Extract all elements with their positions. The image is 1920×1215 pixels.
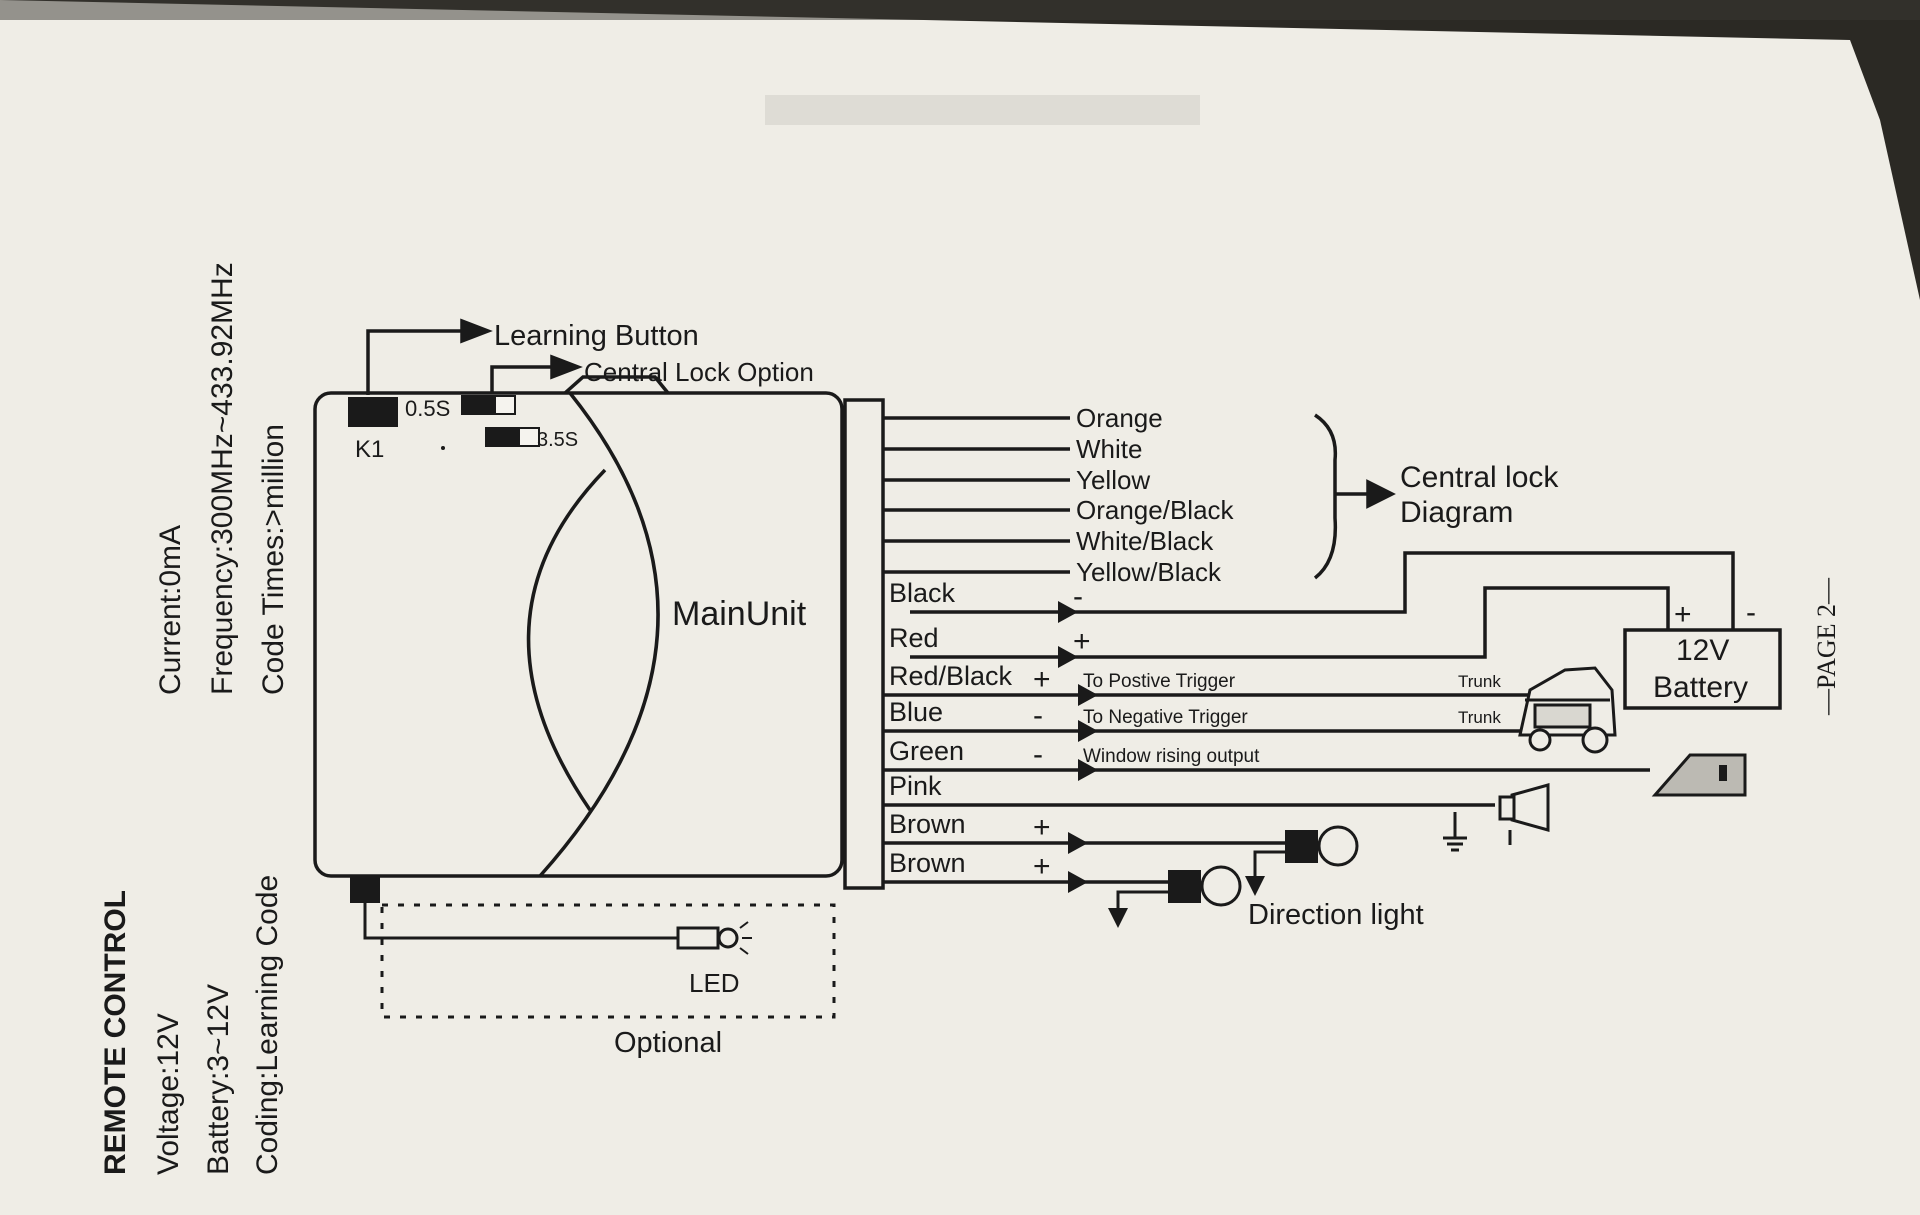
wire-arrow [1068,832,1088,854]
k1-button [348,397,398,427]
battery-label-2: Battery [1653,671,1748,704]
main-unit-label: MainUnit [672,595,807,633]
main-unit [313,318,844,878]
wire-polarity: - [1073,580,1083,613]
wire-polarity: + [1033,811,1051,844]
opt-05-label: 0.5S [405,396,450,421]
central-lock-wire-label: Orange [1076,403,1163,433]
central-lock-option-leader [490,365,557,393]
battery-negative-lead [910,551,1735,630]
central-lock-option-label: Central Lock Option [584,357,814,387]
wire-note: Window rising output [1083,746,1260,767]
learning-button-leader [366,329,470,395]
central-lock-wire-label: Orange/Black [1076,495,1235,525]
main-unit-arc-inner [526,468,607,811]
spec-voltage: Voltage:12V [152,1013,185,1175]
battery-positive-lead [910,586,1670,659]
battery: + - 12V Battery [910,551,1782,710]
learning-button-label: Learning Button [494,320,699,352]
central-lock-brace [1313,413,1396,580]
wire-polarity: - [1033,699,1043,732]
central-lock-line1: Central lock [1400,461,1559,494]
wire-label: Brown [889,848,966,878]
dot-mark [441,446,445,450]
wire-label: Black [889,578,956,608]
window-icon [1651,753,1747,797]
direction-light-2 [1108,865,1242,928]
horn-icon [1443,783,1550,852]
opt-35-label: 3.5S [537,429,578,451]
spec-frequency: Frequency:300MHz~433.92MHz [206,262,239,695]
specs-block: REMOTE CONTROL Voltage:12V Battery:3~12V… [99,262,290,1175]
learning-button-arrow [460,318,493,344]
wire-label: Red [889,623,939,653]
connector-strip [843,398,885,890]
k1-label: K1 [355,436,384,463]
led-label: LED [689,968,740,998]
direction-light-label: Direction light [1248,899,1424,931]
spec-current: Current:0mA [154,525,187,695]
spec-battery: Battery:3~12V [202,984,235,1175]
wire-arrow [1078,759,1098,781]
wire-label: Blue [889,697,943,727]
top-shadow [0,0,1920,20]
wire-arrow [1078,684,1098,706]
wire-destination: Trunk [1458,708,1501,727]
led-optional-box [350,875,836,1019]
main-unit-arc-outer [538,391,660,878]
led-icon [676,926,720,950]
wire-polarity: + [1033,850,1051,883]
central-lock-wires: OrangeWhiteYellowOrange/BlackWhite/Black… [883,403,1235,587]
battery-box [1623,628,1782,710]
wire-label: Brown [889,809,966,839]
bleed-through-text [765,95,1200,125]
wire-label: Red/Black [889,661,1013,691]
wire-note: To Negative Trigger [1083,707,1248,728]
page-label: —PAGE 2— [1812,577,1841,716]
direction-light-1 [1245,825,1359,896]
wire-polarity: + [1073,625,1091,658]
central-lock-wire-label: Yellow/Black [1076,557,1222,587]
central-lock-wire-label: White [1076,434,1142,464]
wire-polarity: + [1033,663,1051,696]
spec-code-times: Code Times:>million [257,424,290,695]
optional-label: Optional [614,1027,722,1059]
central-lock-option-tab [563,375,670,395]
main-unit-box [313,391,844,878]
spec-coding: Coding:Learning Code [251,875,284,1175]
wire-polarity: - [1033,738,1043,771]
central-lock-wire-label: White/Black [1076,526,1214,556]
battery-plus: + [1674,598,1692,631]
central-lock-wire-label: Yellow [1076,465,1150,495]
battery-minus: - [1746,596,1756,629]
wire-arrow [1078,720,1098,742]
switch-35 [485,427,540,447]
wire-label: Green [889,736,964,766]
trunk-car-icon [1518,666,1617,754]
wire-destination: Trunk [1458,672,1501,691]
wire-label: Pink [889,771,942,801]
battery-label-1: 12V [1676,634,1729,667]
central-lock-option-arrow [550,354,583,380]
wire-note: To Postive Trigger [1083,671,1236,692]
wire-arrow [1068,871,1088,893]
switch-05 [461,395,516,415]
central-lock-line2: Diagram [1400,496,1513,529]
spec-heading: REMOTE CONTROL [99,890,132,1175]
